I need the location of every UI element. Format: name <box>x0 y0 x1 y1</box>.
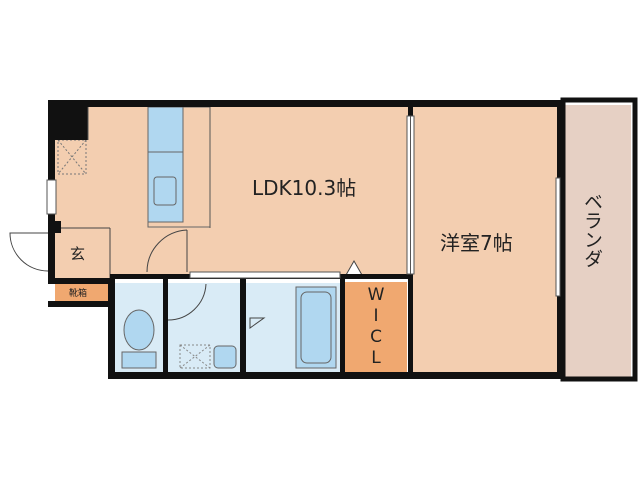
wic-letter-w: W <box>367 285 385 305</box>
balcony-railing <box>560 97 638 382</box>
balcony-label: ベランダ <box>581 192 603 268</box>
toilet-door-swing <box>167 283 207 321</box>
wic-letter-c: C <box>370 327 382 347</box>
wic-floor <box>345 282 407 372</box>
shoe-box-label: 靴箱 <box>69 289 88 299</box>
western-room-label: 洋室7帖 <box>440 231 513 255</box>
ldk-door-swing <box>146 229 188 273</box>
stove <box>147 151 184 223</box>
ldk-floor <box>55 107 408 275</box>
bath-door-swing <box>249 317 266 329</box>
wic-letter-i: I <box>373 306 379 326</box>
entrance-label: 玄 <box>70 245 86 263</box>
stove-burner <box>153 176 177 206</box>
shoe-box <box>55 284 110 301</box>
ldk-hall-door <box>189 271 341 279</box>
entrance-side-window <box>46 179 57 215</box>
balcony-floor <box>562 105 631 377</box>
wic-letter-l: L <box>371 348 381 368</box>
western-room-floor <box>413 107 557 373</box>
entrance-door-swing <box>9 232 49 272</box>
ldk-label: LDK10.3帖 <box>252 176 357 200</box>
bathtub <box>295 286 337 369</box>
wic-label: W I C L <box>345 285 407 369</box>
toilet-fixture <box>121 309 157 369</box>
washbasin <box>179 344 237 369</box>
kitchen-sink <box>147 106 184 153</box>
